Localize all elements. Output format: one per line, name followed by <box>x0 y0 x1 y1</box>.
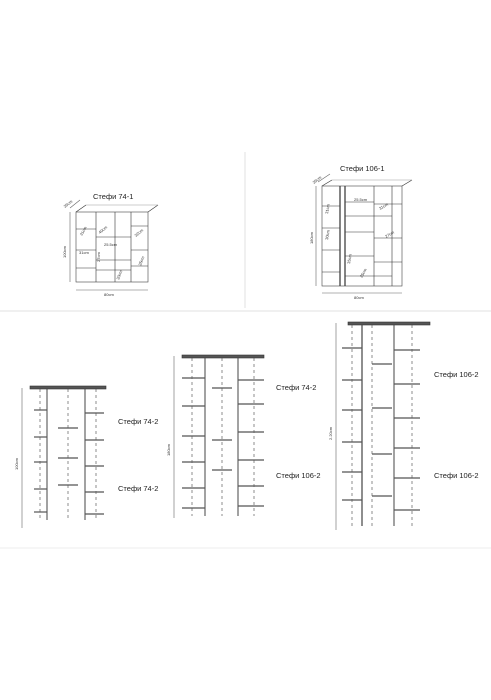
inner-dim: 35cm <box>346 253 353 264</box>
inner-dim: 25cm <box>359 267 369 279</box>
unit-label: Стефи 74-2 <box>118 417 158 426</box>
inner-dim: 30cm <box>324 229 331 240</box>
unit-106-1 <box>315 173 413 294</box>
dim-width: 80cm <box>354 295 364 300</box>
height-dim: 2.20cm <box>328 426 333 440</box>
dim-width: 80cm <box>104 292 114 297</box>
unit-label: Стефи 106-2 <box>434 471 479 480</box>
title-74-1: Стефи 74-1 <box>93 192 133 201</box>
inner-dim: 31cm <box>378 201 390 211</box>
height-dim: 100cm <box>14 457 19 470</box>
inner-dim: 31cm <box>79 250 89 255</box>
inner-dim: 30cm <box>115 269 123 281</box>
inner-dim: 25.5cm <box>354 197 368 202</box>
inner-dim: 27cm <box>384 229 396 239</box>
unit-74-1 <box>69 199 159 291</box>
combo-bottom-right <box>335 321 431 530</box>
inner-dim: 31cm <box>79 225 89 237</box>
inner-dim: 35cm <box>137 255 145 267</box>
unit-label: Стефи 74-2 <box>118 484 158 493</box>
unit-label: Стефи 74-2 <box>276 383 316 392</box>
combo-bottom-mid <box>173 354 265 518</box>
inner-dim: 25.5cm <box>104 242 118 247</box>
dim-depth: 35cm <box>312 174 323 184</box>
unit-label: Стефи 106-2 <box>434 370 479 379</box>
height-dim: 180cm <box>166 443 171 456</box>
inner-dim: 32cm <box>133 227 144 238</box>
title-106-1: Стефи 106-1 <box>340 164 385 173</box>
unit-label: Стефи 106-2 <box>276 471 321 480</box>
dim-depth: 35cm <box>63 198 74 208</box>
dim-height: 180cm <box>309 231 314 244</box>
inner-dim: 31cm <box>324 203 331 214</box>
inner-dim: 27cm <box>96 252 101 262</box>
dim-height: 100cm <box>62 245 67 258</box>
combo-bottom-left <box>21 385 107 528</box>
inner-dim: 40cm <box>97 224 108 235</box>
